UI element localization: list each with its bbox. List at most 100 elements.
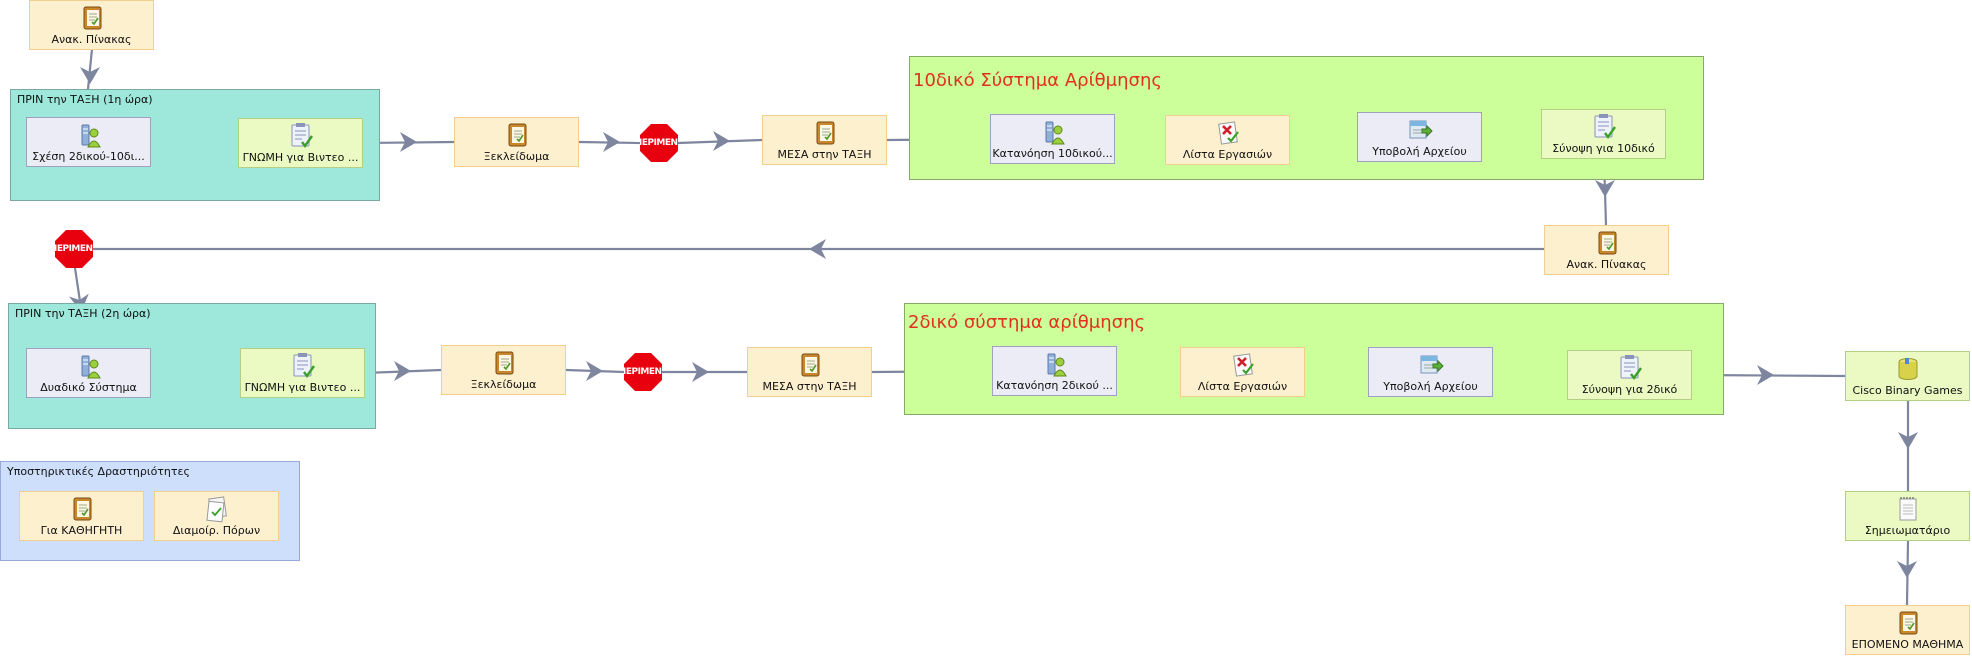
notepad-icon (1899, 497, 1916, 521)
node-cisco-binary-games[interactable]: Cisco Binary Games (1845, 351, 1970, 401)
notebook-icon (73, 497, 91, 521)
connector-clarify2-to-stop3 (565, 361, 625, 381)
node-label: Λίστα Εργασιών (1182, 148, 1273, 161)
node-top-board[interactable]: Ανακ. Πίνακας (29, 0, 154, 50)
node-label: Σημειωματάριο (1864, 524, 1951, 537)
node-label: Δυαδικό Σύστημα (40, 381, 137, 394)
group-title: Υποστηρικτικές Δραστηριότητες (7, 465, 190, 478)
node-label: Ξεκλείδωμα (470, 378, 537, 391)
stop-label: ΠΕΡΙΜΕΝΕ (624, 367, 662, 377)
node-understand-decimal[interactable]: Κατανόηση 10δικού... (990, 114, 1115, 164)
node-clarify-1[interactable]: Ξεκλείδωμα (454, 117, 579, 167)
arrowhead-icon (80, 67, 100, 84)
node-upload-decimal[interactable]: Υποβολή Αρχείου (1357, 112, 1482, 162)
node-task-list-binary[interactable]: Λίστα Εργασιών (1180, 347, 1305, 397)
node-label: Υποβολή Αρχείου (1372, 145, 1467, 158)
group-title: 2δικό σύστημα αρίθμησης (908, 312, 1146, 333)
arrowhead-icon (1595, 180, 1615, 197)
node-summary-decimal[interactable]: Σύνοψη για 10δικό (1541, 109, 1666, 159)
node-for-teacher[interactable]: Για ΚΑΘΗΓΗΤΗ (19, 491, 144, 541)
connector-line (1905, 540, 1910, 606)
notebook-icon (816, 121, 834, 145)
arrowhead-icon (394, 361, 411, 381)
stop-label: ΠΕΡΙΜΕΝΕ (640, 138, 678, 148)
node-label: ΜΕΣΑ στην ΤΑΞΗ (762, 380, 857, 393)
node-label: Cisco Binary Games (1852, 384, 1963, 397)
node-in-class-1[interactable]: ΜΕΣΑ στην ΤΑΞΗ (762, 115, 887, 165)
arrowhead-icon (400, 132, 417, 152)
checklist-icon (291, 123, 313, 149)
stop-octagon-icon (640, 124, 678, 162)
learner-icon (81, 124, 101, 148)
task-cross-icon (1217, 121, 1239, 145)
node-clarify-2[interactable]: Ξεκλείδωμα (441, 345, 566, 395)
task-cross-icon (1232, 353, 1254, 377)
node-label: Κατανόηση 10δικού... (992, 147, 1113, 160)
connector-cisco-to-notepad (1898, 401, 1918, 491)
node-label: Λίστα Εργασιών (1197, 380, 1288, 393)
connector-line (578, 140, 641, 145)
node-in-class-2[interactable]: ΜΕΣΑ στην ΤΑΞΗ (747, 347, 872, 397)
checklist-icon (1594, 114, 1616, 140)
stop-octagon-icon (624, 353, 662, 391)
connector-board2-to-stop2 (93, 239, 1544, 259)
notebook-icon (83, 6, 101, 30)
node-opinion-video-2[interactable]: ΓΝΩΜΗ για Βιντεο ... (240, 348, 365, 398)
node-relation-binary-decimal[interactable]: Σχέση 2δικού-10δι... (26, 117, 151, 167)
node-understand-binary[interactable]: Κατανόηση 2δικού ... (992, 346, 1117, 396)
notebook-icon (495, 351, 513, 375)
group-title: 10δικό Σύστημα Αρίθμησης (913, 70, 1162, 91)
node-label: Σύνοψη για 10δικό (1552, 142, 1655, 155)
notebook-icon (1899, 611, 1917, 635)
notebook-icon (1598, 231, 1616, 255)
learner-icon (81, 355, 101, 379)
arrowhead-icon (603, 132, 620, 152)
connector-notepad-to-next (1897, 540, 1917, 606)
node-notepad[interactable]: Σημειωματάριο (1845, 491, 1970, 541)
node-summary-binary[interactable]: Σύνοψη για 2δικό (1567, 350, 1692, 400)
arrowhead-icon (692, 362, 709, 382)
node-label: Κατανόηση 2δικού ... (996, 379, 1113, 392)
node-next-lesson[interactable]: ΕΠΟΜΕΝΟ ΜΑΘΗΜΑ (1845, 605, 1970, 655)
node-task-list-decimal[interactable]: Λίστα Εργασιών (1165, 115, 1290, 165)
checklist-icon (293, 353, 315, 379)
node-label: Ξεκλείδωμα (483, 150, 550, 163)
arrowhead-icon (586, 361, 603, 381)
arrowhead-icon (1897, 561, 1917, 578)
upload-icon (1409, 120, 1433, 139)
stop-sign-wait-1[interactable]: ΠΕΡΙΜΕΝΕ (640, 124, 678, 162)
node-upload-binary[interactable]: Υποβολή Αρχείου (1368, 347, 1493, 397)
arrowhead-icon (713, 131, 730, 151)
node-label: ΕΠΟΜΕΝΟ ΜΑΘΗΜΑ (1851, 638, 1964, 651)
group-title: ΠΡΙΝ την ΤΑΞΗ (2η ώρα) (15, 307, 151, 320)
learner-icon (1047, 353, 1067, 377)
stop-sign-wait-3[interactable]: ΠΕΡΙΜΕΝΕ (624, 353, 662, 391)
connector-stop3-to-inclass2 (662, 362, 747, 382)
node-opinion-video-1[interactable]: ΓΝΩΜΗ για Βιντεο ... (238, 118, 363, 168)
node-label: ΓΝΩΜΗ για Βιντεο ... (244, 381, 361, 394)
connector-clarify1-to-stop1 (578, 132, 641, 152)
node-label: ΜΕΣΑ στην ΤΑΞΗ (777, 148, 872, 161)
arrowhead-icon (1757, 365, 1774, 385)
node-binary-system[interactable]: Δυαδικό Σύστημα (26, 348, 151, 398)
node-label: Για ΚΑΘΗΓΗΤΗ (40, 524, 123, 537)
node-label: Σύνοψη για 2δικό (1581, 383, 1678, 396)
stop-octagon-icon (55, 230, 93, 268)
node-board-2[interactable]: Ανακ. Πίνακας (1544, 225, 1669, 275)
notebook-icon (508, 123, 526, 147)
connector-opinion2-to-clarify2 (364, 361, 442, 381)
upload-icon (1420, 355, 1444, 374)
connector-stop1-to-inclass1 (677, 131, 763, 151)
node-label: Ανακ. Πίνακας (1566, 258, 1647, 271)
arrowhead-icon (1898, 432, 1918, 449)
node-label: Διαμοίρ. Πόρων (172, 524, 261, 537)
stop-sign-wait-2[interactable]: ΠΕΡΙΜΕΝΕ (55, 230, 93, 268)
learner-icon (1045, 121, 1065, 145)
node-label: ΓΝΩΜΗ για Βιντεο ... (242, 151, 359, 164)
node-label: Υποβολή Αρχείου (1383, 380, 1478, 393)
share-doc-icon (205, 496, 227, 523)
node-resource-sharing[interactable]: Διαμοίρ. Πόρων (154, 491, 279, 541)
connector-line (565, 368, 625, 374)
checklist-icon (1620, 355, 1642, 381)
arrowhead-icon (809, 239, 826, 259)
